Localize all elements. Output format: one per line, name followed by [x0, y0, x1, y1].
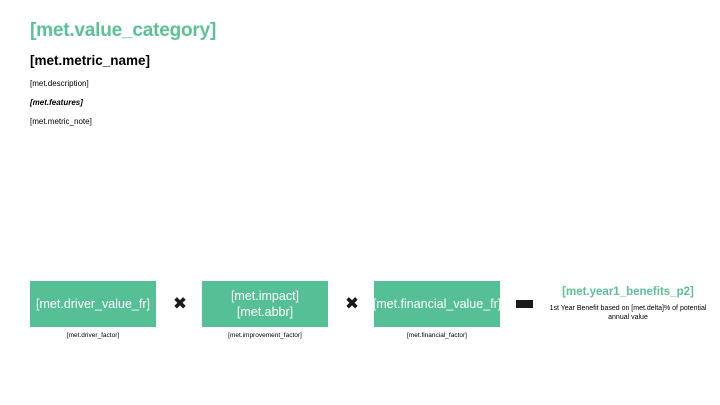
multiply-icon: ✖ [168, 292, 192, 316]
equals-glyph [515, 300, 533, 308]
formula-node-impact: [met.impact] [met.abbr] [met.improvement… [202, 281, 328, 340]
formula-node-driver: [met.driver_value_fr] [met.driver_factor… [30, 281, 156, 340]
multiply-glyph: ✖ [172, 293, 188, 314]
formula-node-financial: [met.financial_value_fr] [met.financial_… [373, 281, 501, 340]
impact-value-box[interactable]: [met.impact] [met.abbr] [202, 281, 328, 327]
metric-features: [met.features] [30, 98, 83, 107]
improvement-factor-caption: [met.improvement_factor] [228, 332, 302, 339]
metric-description: [met.description] [30, 79, 89, 88]
driver-value-box[interactable]: [met.driver_value_fr] [30, 281, 156, 327]
multiply-glyph: ✖ [344, 293, 360, 314]
driver-factor-caption: [met.driver_factor] [66, 332, 120, 339]
metric-header: [met.value_category] [met.metric_name] [… [30, 20, 690, 127]
metric-name-heading: [met.metric_name] [30, 53, 151, 68]
page-title: [met.value_category] [30, 20, 217, 41]
metric-note: [met.metric_note] [30, 117, 92, 126]
year1-benefits-title: [met.year1_benefits_p2] [562, 286, 694, 298]
financial-factor-caption: [met.financial_factor] [407, 332, 467, 339]
year1-benefits-subtext: 1st Year Benefit based on [met.delta]% o… [549, 305, 707, 321]
formula-row: [met.driver_value_fr] [met.driver_factor… [0, 281, 720, 351]
equals-icon [512, 292, 536, 316]
multiply-icon: ✖ [340, 292, 364, 316]
formula-node-result: [met.year1_benefits_p2] 1st Year Benefit… [548, 281, 708, 341]
financial-value-box[interactable]: [met.financial_value_fr] [373, 281, 501, 327]
